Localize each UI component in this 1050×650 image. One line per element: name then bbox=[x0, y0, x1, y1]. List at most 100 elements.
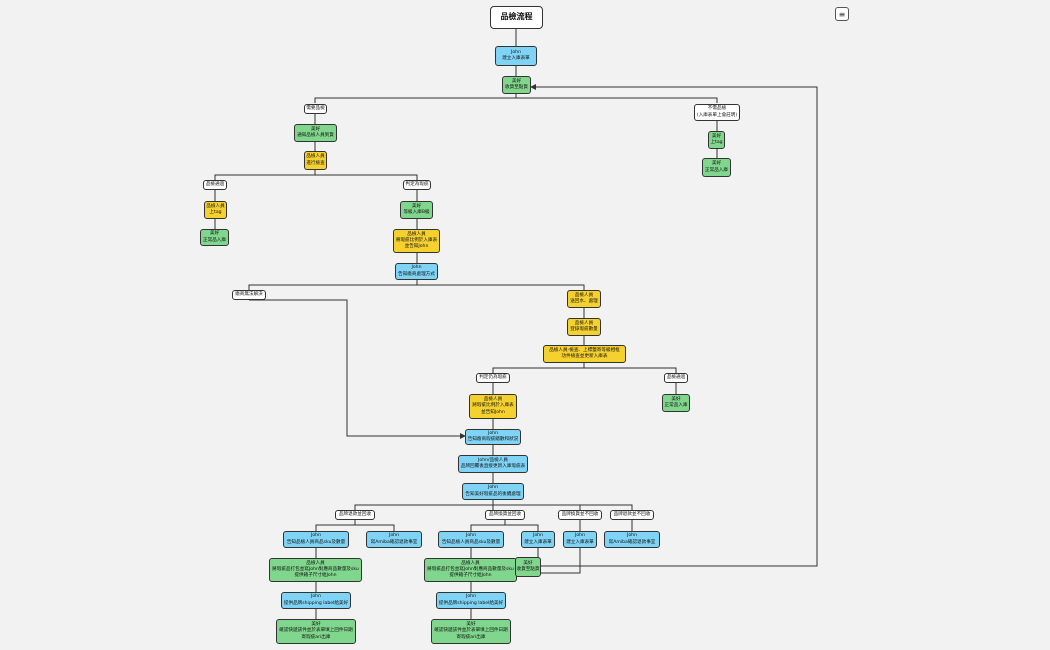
node-recheck-update[interactable]: 品檢人員-檢查、上標籤寄等級相框 功件檢查並更新入庫表 bbox=[543, 345, 626, 363]
node-shipping-label-a[interactable]: John 提供品牌shipping label給美好 bbox=[281, 592, 351, 609]
node-line: 告知美好瑕疵品的後續處理 bbox=[465, 491, 521, 497]
node-line: 提供箱子尺寸給John bbox=[294, 573, 337, 579]
node-grade-b-stock[interactable]: 美好 等級入庫B級 bbox=[400, 201, 433, 219]
node-notify-sku-a[interactable]: John 告知品檢人員商品sku及數量 bbox=[283, 531, 349, 548]
node-line: 寄瑕疵ari出庫 bbox=[301, 634, 331, 640]
node-line: 美好 bbox=[671, 396, 681, 402]
node-notify-vendor-defects[interactable]: John 告知廠商瑕疵總數和狀況 bbox=[465, 429, 521, 445]
node-inspector-tag[interactable]: 品檢人員 上tag bbox=[204, 201, 227, 219]
label-text: 品檢通過 bbox=[666, 374, 686, 380]
label-text: 品牌退款並不回收 bbox=[613, 511, 651, 517]
label-still-defective: 判定仍為瑕疵 bbox=[476, 373, 510, 383]
label-pass: 品檢通過 bbox=[203, 180, 227, 190]
node-line: 品牌回覆後直接更新入庫瑕疵表 bbox=[460, 464, 526, 469]
node-line: 品檢人員 bbox=[574, 320, 594, 326]
node-log-defect-qty[interactable]: 品檢人員 登錄瑕疵數量 bbox=[567, 318, 601, 336]
node-notify-followup[interactable]: John 告知美好瑕疵品的後續處理 bbox=[462, 483, 524, 500]
node-receive-goods-2[interactable]: 美好 收貨至點貨 bbox=[515, 557, 541, 577]
menu-button[interactable]: ≡ bbox=[835, 7, 849, 21]
node-line: 將瑕疵品打包並寫John對應商品數量及sku bbox=[272, 566, 359, 572]
node-line: 收貨至點貨 bbox=[505, 85, 528, 90]
node-normal-stock-left[interactable]: 美好 正常品入庫 bbox=[200, 229, 229, 246]
node-confirm-ship-a[interactable]: 美好 確認快遞該件並於表單填上回件日期 寄瑕疵ari出庫 bbox=[276, 619, 356, 644]
node-line: 通知品檢人員到貨 bbox=[297, 133, 334, 138]
node-line: 上tag bbox=[209, 210, 222, 215]
label-needs-inspection: 需要品檢 bbox=[304, 104, 327, 114]
node-line: 美好 bbox=[310, 126, 321, 132]
node-update-defect-table[interactable]: John/品檢人員 品牌回覆後直接更新入庫瑕疵表 bbox=[458, 455, 528, 473]
node-line: 將瑕疵比例於入庫表 bbox=[395, 237, 438, 243]
node-line: 美好 bbox=[311, 622, 321, 628]
node-amiba-refund-a[interactable]: John 寫Amiba確認退款事宜 bbox=[366, 531, 422, 548]
node-amiba-refund-f[interactable]: John 寫Amiba確認退款事宜 bbox=[604, 531, 660, 548]
node-line: John bbox=[311, 594, 321, 600]
label-text: 品牌換貨並不回收 bbox=[561, 511, 599, 517]
node-normal-stock-2[interactable]: 美好 正常品入庫 bbox=[662, 394, 690, 412]
node-line: John/品檢人員 bbox=[478, 457, 508, 463]
node-tag-right[interactable]: 美好 上tag bbox=[708, 131, 725, 149]
node-line: 送回水、處理 bbox=[570, 299, 598, 304]
node-line: 告知品檢人員商品sku及數量 bbox=[441, 539, 501, 545]
node-line: 並告知John bbox=[404, 244, 429, 250]
node-line: 並告知John bbox=[481, 409, 505, 415]
node-line: 告知品檢人員商品sku及數量 bbox=[286, 539, 346, 545]
node-pack-defects-a[interactable]: 品檢人員 將瑕疵品打包並寫John對應商品數量及sku 提供箱子尺寸給John bbox=[269, 558, 362, 582]
label-text: (入庫表單上會註明) bbox=[696, 112, 738, 118]
node-line: 美好 bbox=[411, 203, 422, 209]
node-notify-sku-c[interactable]: John 告知品檢人員商品sku及數量 bbox=[438, 531, 504, 548]
node-line: 美好 bbox=[466, 622, 476, 628]
node-pack-defects-c[interactable]: 品檢人員 將瑕疵品打包並寫John對應商品數量及sku 提供箱子尺寸給John bbox=[424, 558, 517, 582]
page-title: 品檢流程 bbox=[490, 6, 543, 29]
label-text: 需要品檢 bbox=[306, 105, 325, 111]
node-line: 品檢人員 bbox=[306, 560, 325, 566]
label-text: 品牌換貨並回收 bbox=[488, 511, 522, 517]
node-create-form-e[interactable]: John 建立入庫表單 bbox=[563, 531, 597, 548]
node-line: 品檢人員 bbox=[461, 560, 480, 566]
label-text: 不需品檢 bbox=[707, 106, 727, 112]
label-defective: 判定為瑕疵 bbox=[403, 180, 431, 190]
node-notify-vendor[interactable]: John 告知廠商處理方式 bbox=[395, 263, 438, 280]
node-normal-stock-right[interactable]: 美好 正常品入庫 bbox=[702, 158, 731, 177]
node-line: 功件檢查並更新入庫表 bbox=[561, 354, 608, 359]
label-vendor-cannot-resolve: 廠商無法解決 bbox=[232, 290, 266, 300]
node-line: 等級入庫B級 bbox=[403, 210, 430, 215]
node-confirm-ship-c[interactable]: 美好 確認快遞該件並於表單填上回件日期 寄瑕疵ari出庫 bbox=[431, 619, 511, 644]
node-create-inbound-form[interactable]: John 建立入庫表單 bbox=[495, 46, 537, 66]
label-no-inspection: 不需品檢 (入庫表單上會註明) bbox=[694, 104, 740, 121]
node-shipping-label-c[interactable]: John 提供品牌shipping label給美好 bbox=[436, 592, 506, 609]
node-notify-inspector[interactable]: 美好 通知品檢人員到貨 bbox=[294, 124, 337, 142]
node-line: John bbox=[488, 485, 498, 491]
node-line: 品檢人員 bbox=[483, 397, 503, 403]
node-line: 正常品入庫 bbox=[664, 403, 688, 408]
node-record-defect-ratio-2[interactable]: 品檢人員 將瑕疵比例於入庫表 並告知John bbox=[469, 394, 517, 419]
node-line: 正常品入庫 bbox=[705, 167, 728, 173]
node-record-defect-ratio[interactable]: 品檢人員 將瑕疵比例於入庫表 並告知John bbox=[393, 229, 440, 253]
node-line: 美好 bbox=[711, 161, 722, 167]
label-refund-collect: 品牌退款並回收 bbox=[335, 510, 375, 520]
node-line: John bbox=[488, 430, 498, 436]
node-create-form-d[interactable]: John 建立入庫表單 bbox=[521, 531, 555, 548]
node-line: 美好 bbox=[511, 78, 522, 84]
node-line: 告知廠商瑕疵總數和狀況 bbox=[467, 437, 519, 442]
node-line: 提供品牌shipping label給美好 bbox=[283, 600, 349, 606]
node-line: John bbox=[533, 533, 543, 539]
node-line: 品檢人員 bbox=[574, 292, 594, 298]
node-line: 品檢人員 bbox=[206, 203, 225, 209]
label-exchange-collect: 品牌換貨並回收 bbox=[485, 510, 525, 520]
node-line: 進行檢查 bbox=[306, 160, 325, 166]
node-line: 美好 bbox=[523, 560, 533, 566]
node-line: 建立入庫表單 bbox=[566, 539, 594, 545]
node-line: 美好 bbox=[209, 231, 220, 237]
node-receive-goods[interactable]: 美好 收貨至點貨 bbox=[502, 76, 531, 94]
node-line: 確認快遞該件並於表單填上回件日期 bbox=[279, 628, 353, 634]
node-line: 建立入庫表單 bbox=[524, 539, 552, 545]
node-line: 品檢人員-檢查、上標籤寄等級相框 bbox=[549, 347, 620, 353]
node-inspect[interactable]: 品檢人員 進行檢查 bbox=[304, 151, 327, 170]
node-line: John bbox=[575, 533, 585, 539]
node-line: 品檢人員 bbox=[306, 154, 325, 160]
node-line: John bbox=[411, 265, 422, 271]
node-return-process[interactable]: 品檢人員 送回水、處理 bbox=[567, 290, 601, 308]
node-line: 寫Amiba確認退款事宜 bbox=[608, 539, 656, 545]
node-line: 寄瑕疵ari出庫 bbox=[456, 634, 486, 640]
